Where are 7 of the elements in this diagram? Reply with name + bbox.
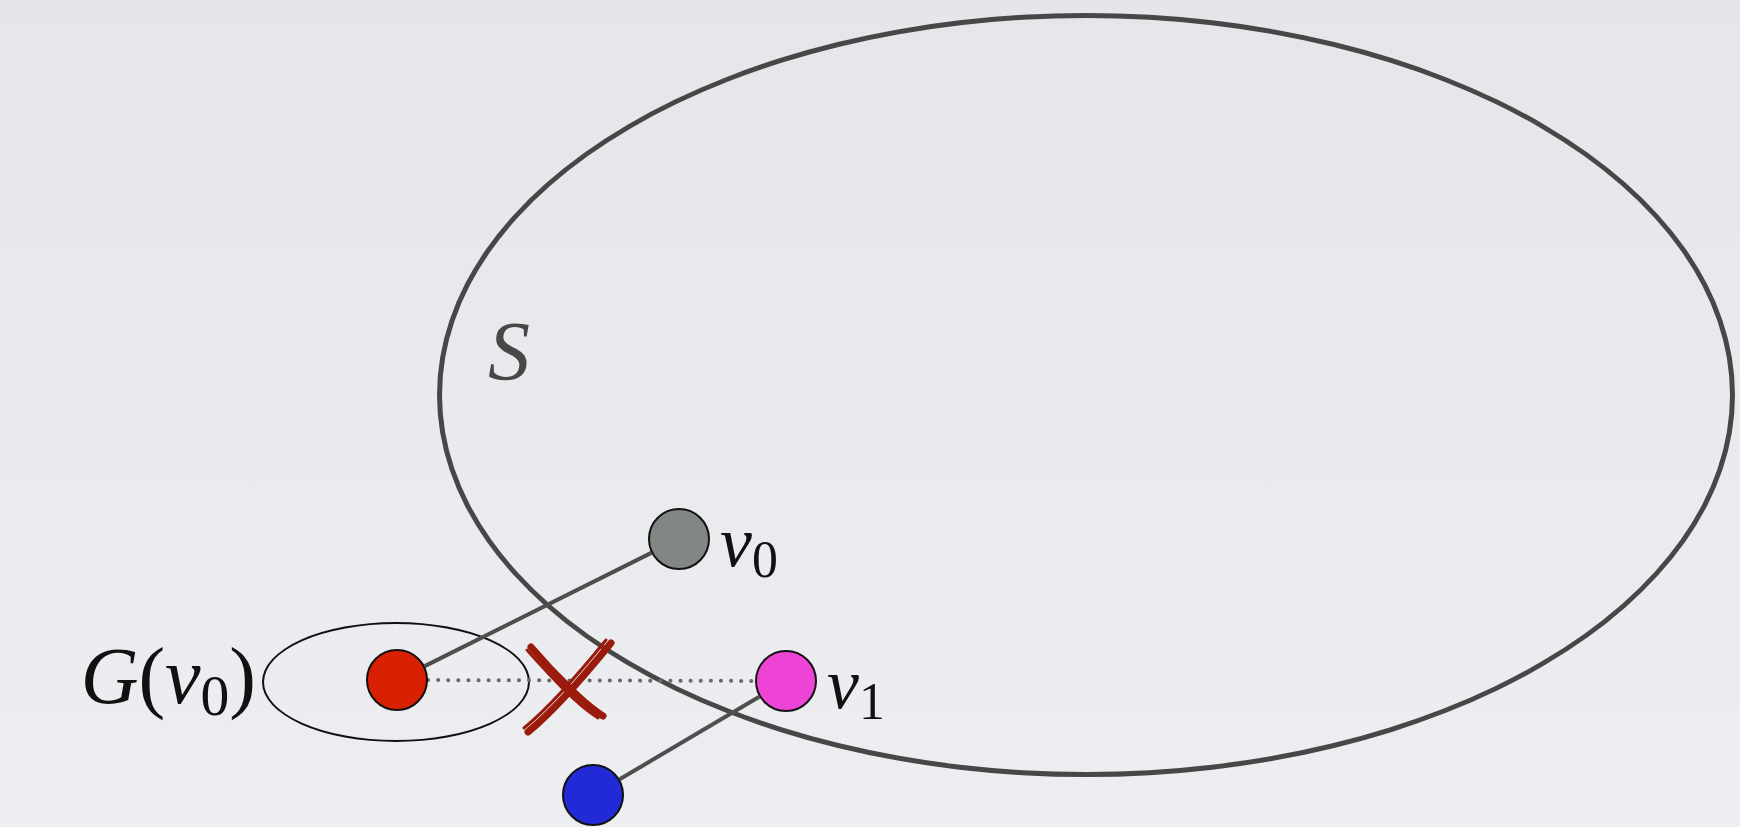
edge-line — [423, 551, 653, 668]
set-label: G(v$_{0}$) — [80, 635, 256, 725]
vertex-label: v$_{0}$ — [720, 506, 778, 587]
vertex-circle — [562, 764, 624, 826]
set-label: S — [488, 310, 530, 394]
edge-line — [618, 695, 761, 781]
vertex-label: v$_{1}$ — [827, 648, 885, 729]
